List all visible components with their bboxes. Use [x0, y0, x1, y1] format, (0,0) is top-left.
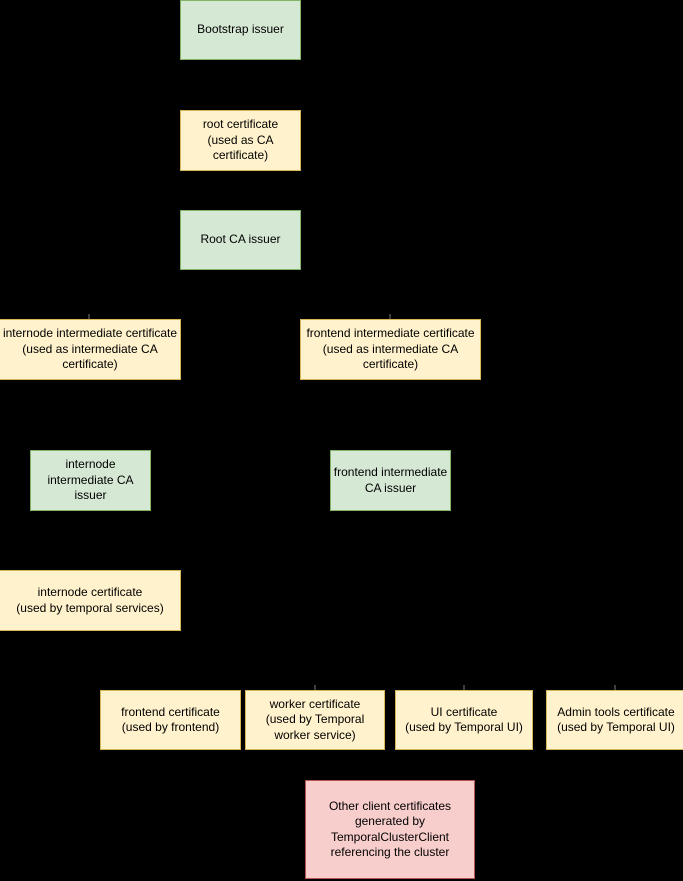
node-internode-certificate: internode certificate (used by temporal … [0, 570, 181, 631]
arrowhead-tick [389, 314, 391, 319]
node-internode-intermediate-certificate: internode intermediate certificate (used… [0, 319, 181, 380]
node-frontend-certificate: frontend certificate (used by frontend) [100, 690, 241, 750]
node-internode-intermediate-ca-issuer: internode intermediate CA issuer [30, 450, 151, 511]
node-root-certificate: root certificate (used as CA certificate… [180, 110, 301, 171]
node-frontend-intermediate-certificate: frontend intermediate certificate (used … [300, 319, 481, 380]
node-frontend-intermediate-ca-issuer: frontend intermediate CA issuer [330, 450, 451, 511]
node-bootstrap-issuer: Bootstrap issuer [180, 0, 301, 60]
node-root-ca-issuer: Root CA issuer [180, 210, 301, 270]
arrowhead-tick [88, 314, 90, 319]
node-admin-tools-certificate: Admin tools certificate (used by Tempora… [546, 690, 683, 750]
node-ui-certificate: UI certificate (used by Temporal UI) [395, 690, 533, 750]
arrowhead-tick [463, 685, 465, 690]
node-other-client-certificates: Other client certificates generated by T… [305, 780, 475, 879]
arrowhead-tick [314, 685, 316, 690]
node-worker-certificate: worker certificate (used by Temporal wor… [245, 690, 385, 750]
arrowhead-tick [614, 685, 616, 690]
